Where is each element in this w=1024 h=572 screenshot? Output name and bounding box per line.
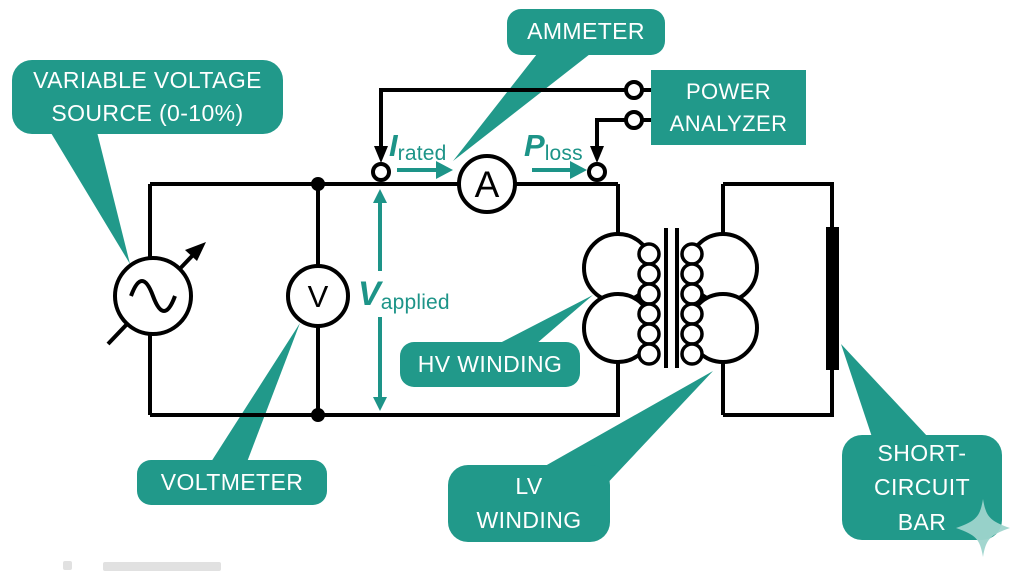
components — [113, 154, 759, 366]
i-rated-arrowhead — [436, 161, 453, 179]
lv-coil-bumps — [680, 242, 704, 366]
i-rated-symbol: I — [389, 128, 398, 163]
short-circuit-bar-icon — [826, 227, 839, 370]
variable-voltage-source-tail — [48, 128, 130, 264]
power-sense-wire — [595, 118, 626, 148]
p-loss-subscript: loss — [544, 142, 583, 165]
voltmeter-letter: V — [308, 279, 329, 314]
terminal-right — [587, 162, 607, 182]
junction-dot-top — [311, 177, 325, 191]
callout-lv-winding-label: LV WINDING — [476, 473, 582, 533]
analyzer-terminal-2 — [624, 110, 644, 130]
p-loss-arrowhead — [570, 161, 587, 179]
callout-short-circuit-bar-label: SHORT- CIRCUIT BAR — [873, 439, 971, 535]
callout-voltmeter-label: VOLTMETER — [160, 468, 304, 495]
callout-ammeter-label: AMMETER — [527, 18, 645, 45]
callout-variable-voltage-source: VARIABLE VOLTAGE SOURCE (0-10%) — [12, 60, 283, 134]
callout-ammeter: AMMETER — [507, 9, 665, 55]
p-loss-label: Ploss — [524, 128, 583, 165]
transformer-core-icon — [664, 228, 679, 368]
callout-hv-winding: HV WINDING — [400, 342, 580, 387]
ammeter-tail — [453, 54, 590, 161]
bottom-edge-artifact — [63, 561, 72, 570]
down-arrowhead-right — [590, 146, 604, 163]
voltmeter-icon — [286, 264, 350, 328]
v-applied-subscript: applied — [380, 291, 450, 314]
down-arrowhead-left — [374, 146, 388, 163]
v-applied-arrowhead-bottom — [373, 397, 387, 411]
power-analyzer-box: POWER ANALYZER — [651, 70, 806, 145]
terminal-left — [371, 162, 391, 182]
source-arrowhead — [185, 242, 206, 261]
power-analyzer-label: POWER ANALYZER — [669, 78, 788, 136]
v-applied-label: Vapplied — [358, 275, 450, 314]
voltmeter-tail — [211, 323, 300, 462]
hv-winding-tail — [498, 295, 593, 344]
current-sense-wire — [379, 88, 626, 148]
v-applied-symbol: V — [358, 275, 381, 313]
i-rated-label: Irated — [389, 128, 447, 165]
p-loss-symbol: P — [524, 128, 545, 163]
junction-dot-bottom — [311, 408, 325, 422]
callout-lv-winding: LV WINDING — [448, 465, 610, 542]
ammeter-icon — [457, 154, 517, 214]
sine-wave-icon — [129, 279, 177, 313]
analyzer-terminal-1 — [624, 80, 644, 100]
v-applied-arrowhead-top — [373, 189, 387, 203]
sparkle-icon — [956, 499, 1010, 557]
short-circuit-bar-tail — [841, 344, 928, 437]
i-rated-subscript: rated — [397, 142, 447, 165]
terminals — [311, 80, 644, 422]
callout-voltmeter: VOLTMETER — [137, 460, 327, 505]
callout-hv-winding-label: HV WINDING — [417, 350, 563, 377]
black-arrowheads — [185, 146, 604, 261]
hv-coil-bumps — [637, 242, 661, 366]
ammeter-letter: A — [475, 164, 500, 205]
bottom-edge-artifact — [103, 562, 221, 571]
callout-variable-voltage-source-label: VARIABLE VOLTAGE SOURCE (0-10%) — [33, 66, 262, 126]
teal-arrows — [378, 168, 570, 398]
teal-arrowheads — [373, 161, 587, 411]
